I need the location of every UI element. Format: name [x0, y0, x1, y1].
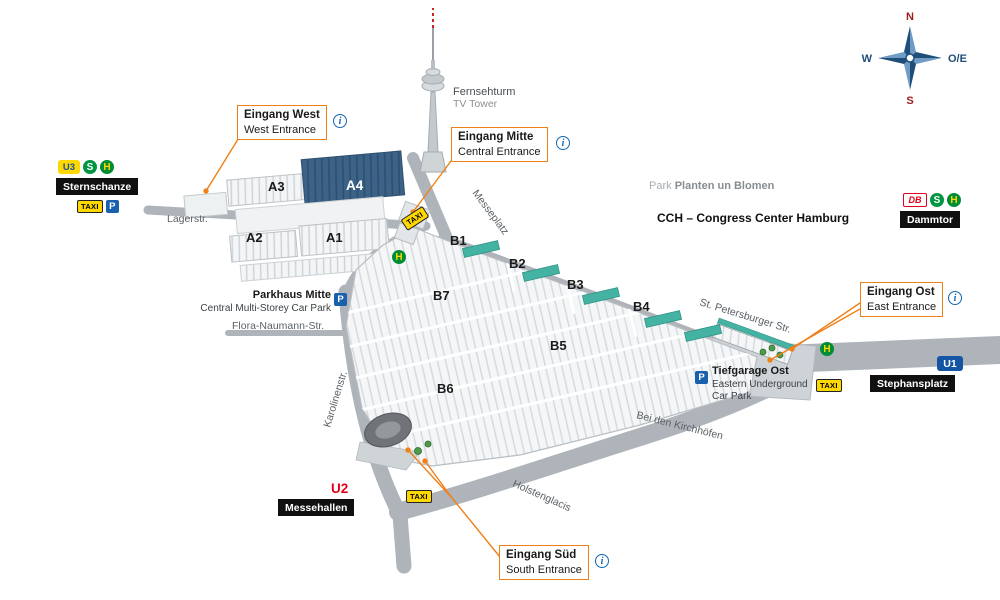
street-lagerstrasse: Lagerstr.: [167, 213, 208, 225]
cch-label: CCH – Congress Center Hamburg: [657, 211, 850, 225]
skybridge: [683, 324, 723, 342]
compass-rose: N S W O/E: [862, 11, 967, 107]
east-service-building: [711, 317, 795, 365]
hall-a2: [229, 229, 299, 263]
compass-s: S: [906, 95, 913, 107]
entrance-ost-callout: Eingang Ost East Entrance: [860, 282, 944, 318]
info-icon-sued[interactable]: i: [595, 554, 609, 568]
park-label-name: Planten un Blomen: [674, 180, 775, 192]
sbahn-icon: S: [83, 160, 97, 174]
hall-label-b3: B3: [567, 277, 584, 292]
sternschanze-services: TAXI P: [77, 200, 119, 213]
taxi-badge: TAXI: [77, 200, 103, 213]
entrance-sued-callout: Eingang Süd South Entrance: [499, 545, 589, 581]
u1-badge: U1: [937, 356, 963, 371]
compass-e: O/E: [948, 53, 967, 65]
compass-n: N: [906, 11, 914, 23]
street-flora-naumann: Flora-Naumann-Str.: [232, 320, 324, 332]
south-entrance-building: [364, 412, 412, 448]
db-icon: DB: [903, 193, 927, 207]
tv-tower-label-en: TV Tower: [453, 98, 498, 110]
dammtor-badges: DB S H: [903, 193, 961, 207]
tv-tower-label: Fernsehturm TV Tower: [453, 86, 515, 110]
entrance-mitte-callout: Eingang Mitte Central Entrance: [451, 127, 548, 163]
info-icon-ost[interactable]: i: [948, 291, 962, 305]
bus-stop-icon: H: [100, 160, 114, 174]
bus-stop-icon: H: [947, 193, 961, 207]
west-entrance-building: [183, 191, 229, 219]
street-messeplatz: Messeplatz: [470, 188, 512, 238]
park-label-prefix: Park: [649, 180, 672, 192]
park-label: Park Planten un Blomen: [649, 180, 774, 192]
hall-label-b2: B2: [509, 256, 526, 271]
sternschanze-badges: U3 S H: [58, 160, 114, 174]
tiefgarage-ost-en1: Eastern Underground: [712, 378, 808, 390]
hall-label-a3: A3: [268, 179, 285, 194]
taxi-badge-sued: TAXI: [406, 490, 432, 503]
tv-tower-label-de: Fernsehturm: [453, 86, 516, 98]
street-holstenglacis: Holstenglacis: [511, 478, 573, 514]
hall-b-complex: [345, 227, 758, 467]
bus-stop-icon-mitte: H: [392, 250, 406, 264]
entrance-sued-de: Eingang Süd: [506, 549, 577, 561]
hall-label-b6: B6: [437, 381, 454, 396]
entrance-mitte-en: Central Entrance: [458, 145, 541, 158]
street-karolinenstrasse: Karolinenstr.: [321, 370, 350, 429]
info-icon-mitte[interactable]: i: [556, 136, 570, 150]
parkhaus-mitte-de: Parkhaus Mitte: [252, 289, 331, 301]
tiefgarage-ost-de: Tiefgarage Ost: [712, 365, 789, 377]
station-dammtor: Dammtor: [900, 211, 961, 228]
skybridge: [461, 240, 501, 258]
entrance-ost-en: East Entrance: [867, 300, 937, 313]
entrance-west-en: West Entrance: [244, 123, 316, 136]
hall-labels: A3 A4 A2 A1 B1 B2 B3 B4 B7 B5 B6: [246, 178, 650, 396]
hall-label-a1: A1: [326, 230, 343, 245]
hall-label-b4: B4: [633, 299, 650, 314]
taxi-badge-ost: TAXI: [816, 379, 842, 392]
trees: [414, 344, 784, 455]
parking-icon: P: [105, 200, 119, 213]
station-messehallen: Messehallen: [278, 499, 355, 516]
skybridge: [581, 287, 621, 305]
hall-label-b7: B7: [433, 288, 450, 303]
skybridges: [461, 240, 723, 342]
compass-w: W: [862, 53, 873, 65]
entrance-sued-en: South Entrance: [506, 563, 582, 576]
station-stephansplatz: Stephansplatz: [870, 375, 956, 392]
hall-label-b1: B1: [450, 233, 467, 248]
parking-icon-ost: P: [695, 371, 708, 384]
tiefgarage-ost-en2: Car Park: [712, 391, 752, 403]
hall-a1: [298, 217, 390, 257]
hall-label-b5: B5: [550, 338, 567, 353]
info-icon-west[interactable]: i: [333, 114, 347, 128]
parking-icon-mitte: P: [334, 293, 347, 306]
sbahn-icon: S: [930, 193, 944, 207]
parkhaus-mitte-en: Central Multi-Storey Car Park: [200, 302, 331, 314]
u2-badge: U2: [331, 481, 349, 496]
entrance-west-callout: Eingang West West Entrance: [237, 105, 327, 141]
bus-stop-icon-ost: H: [820, 342, 834, 356]
hall-label-a2: A2: [246, 230, 263, 245]
tiefgarage-ost-label: Tiefgarage Ost Eastern Underground Car P…: [712, 365, 808, 404]
road-messeplatz: [407, 152, 455, 249]
tv-tower: [419, 8, 447, 173]
south-entrance-apron: [355, 441, 421, 471]
u3-badge: U3: [58, 160, 80, 174]
station-sternschanze: Sternschanze: [56, 178, 139, 195]
skybridge: [521, 264, 561, 282]
hall-a-complex: [183, 150, 406, 282]
entrance-mitte-de: Eingang Mitte: [458, 131, 534, 143]
entrance-ost-de: Eingang Ost: [867, 286, 935, 298]
skybridge: [643, 310, 683, 328]
entrance-west-de: Eingang West: [244, 109, 320, 121]
parkhaus-mitte-label: Parkhaus Mitte Central Multi-Storey Car …: [193, 289, 331, 315]
hall-label-a4: A4: [346, 178, 364, 193]
